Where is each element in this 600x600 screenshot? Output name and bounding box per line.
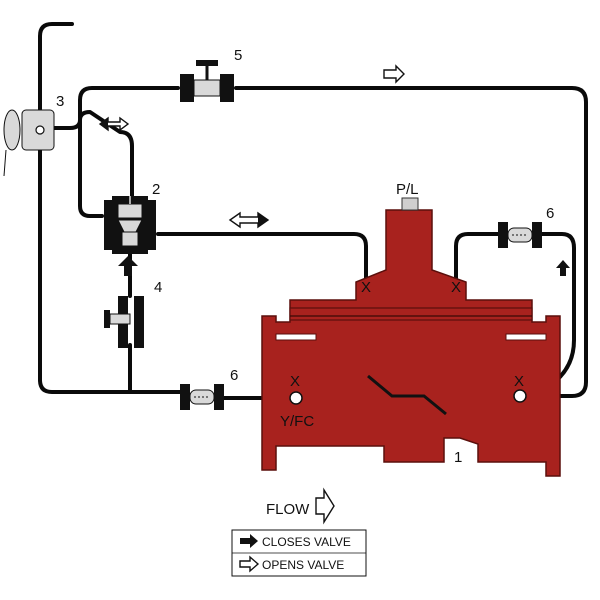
- pilot-valve-2: [104, 196, 156, 254]
- top-flow-arrow-icon: [383, 64, 405, 84]
- inlet-port: [289, 391, 303, 405]
- legend-closes-label: CLOSES VALVE: [262, 535, 351, 549]
- label-2: 2: [152, 181, 160, 198]
- cover-right-line: [454, 232, 500, 290]
- needle-valve-4: [104, 296, 144, 348]
- isolation-valve-5: [180, 60, 234, 102]
- main-supply-line: [38, 22, 184, 394]
- label-yfc: Y/FC: [280, 413, 314, 430]
- outlet-port: [513, 389, 527, 403]
- label-pl: P/L: [396, 181, 419, 198]
- legend: CLOSES VALVE OPENS VALVE: [231, 529, 367, 577]
- flow-arrow-icon: [315, 487, 335, 525]
- label-x-inlet: X: [290, 373, 300, 390]
- label-4: 4: [154, 279, 162, 296]
- strainer-6-top: [498, 222, 542, 248]
- label-x-left-cover: X: [361, 279, 371, 296]
- pilot-outlet-line: [156, 232, 368, 290]
- strainer-6-bottom: [180, 384, 224, 410]
- label-6-top: 6: [546, 205, 554, 222]
- pipe-arrows: [98, 64, 570, 276]
- label-3: 3: [56, 93, 64, 110]
- pilot-sense-line: [50, 110, 134, 200]
- flow-label: FLOW: [266, 501, 310, 518]
- label-x-right-cover: X: [451, 279, 461, 296]
- legend-opens-label: OPENS VALVE: [262, 558, 344, 572]
- label-1: 1: [454, 449, 462, 466]
- closes-valve-arrow-icon: [240, 534, 258, 548]
- component-3: [3, 109, 55, 177]
- flow-indicator: FLOW: [266, 487, 335, 525]
- pilot-piping: [38, 22, 588, 400]
- label-5: 5: [234, 47, 242, 64]
- opens-valve-arrow-icon: [239, 555, 260, 573]
- position-indicator: [401, 197, 419, 211]
- top-line-left: [78, 86, 180, 120]
- label-6-bottom: 6: [230, 367, 238, 384]
- top-line-right: [234, 86, 588, 398]
- right-up-arrow-icon: [556, 260, 570, 276]
- component-labels: 5 3 2 4 6 6 1 P/L Y/FC X X X X: [56, 47, 554, 466]
- main-valve-body: [261, 197, 561, 477]
- up-arrow-icon: [118, 256, 138, 276]
- pilot-feed-line: [78, 118, 104, 218]
- label-x-outlet: X: [514, 373, 524, 390]
